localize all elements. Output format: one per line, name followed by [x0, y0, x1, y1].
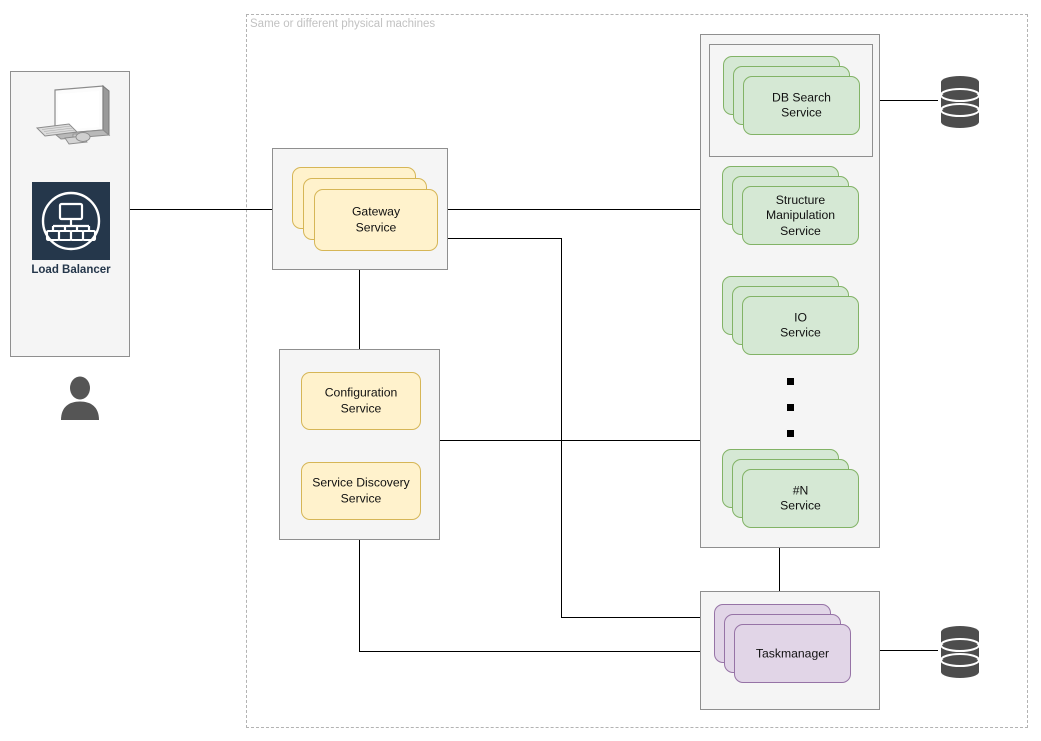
- line-services-to-taskmanager: [779, 548, 781, 591]
- ellipsis-dot-1: [787, 378, 794, 385]
- ellipsis-dot-2: [787, 404, 794, 411]
- user-icon: [57, 375, 105, 423]
- db-search-service-group: DB Search Service: [709, 44, 873, 157]
- line-middleware-to-services: [440, 440, 700, 442]
- gateway-service-instance-1[interactable]: Gateway Service: [314, 189, 438, 251]
- client-panel: Load Balancer: [10, 71, 130, 420]
- service-discovery-card[interactable]: Service Discovery Service: [301, 462, 421, 520]
- db-search-database-icon: [938, 73, 982, 129]
- gateway-service-label: Gateway Service: [351, 204, 401, 235]
- line-taskmanager-to-database: [880, 650, 938, 652]
- configuration-service-card[interactable]: Configuration Service: [301, 372, 421, 430]
- ellipsis-dot-3: [787, 430, 794, 437]
- structure-manipulation-service-instance-1[interactable]: Structure Manipulation Service: [742, 186, 859, 245]
- n-service-label: #N Service: [780, 483, 821, 513]
- middleware-panel: Configuration Service Service Discovery …: [279, 349, 440, 540]
- n-service-group: #N Service: [709, 449, 873, 540]
- taskmanager-label: Taskmanager: [755, 645, 830, 660]
- services-panel: DB Search Service Structure Manipulation…: [700, 34, 880, 548]
- services-ellipsis: [787, 375, 795, 473]
- physical-machines-boundary: [246, 14, 1028, 728]
- load-balancer-caption: Load Balancer: [31, 264, 111, 276]
- line-gateway-to-taskmanager-seg3: [561, 617, 700, 619]
- gateway-panel: Gateway Service: [272, 148, 448, 270]
- structure-manipulation-service-group: Structure Manipulation Service: [709, 166, 873, 257]
- io-service-label: IO Service: [780, 310, 821, 340]
- line-dbsearch-to-database: [880, 100, 938, 102]
- boundary-label: Same or different physical machines: [250, 18, 436, 30]
- line-middleware-to-taskmanager-seg2: [359, 651, 700, 653]
- line-gateway-to-taskmanager-seg2: [561, 238, 563, 618]
- io-service-instance-1[interactable]: IO Service: [742, 296, 859, 355]
- load-balancer-icon: [32, 182, 110, 260]
- taskmanager-instance-1[interactable]: Taskmanager: [734, 624, 851, 683]
- desktop-computer-icon: [25, 84, 117, 146]
- io-service-group: IO Service: [709, 276, 873, 367]
- configuration-service-label: Configuration Service: [324, 385, 398, 416]
- line-gateway-to-taskmanager-seg1: [448, 238, 562, 240]
- taskmanager-panel: Taskmanager: [700, 591, 880, 710]
- db-search-service-instance-1[interactable]: DB Search Service: [743, 76, 860, 135]
- db-search-service-label: DB Search Service: [772, 90, 831, 120]
- structure-manipulation-service-label: Structure Manipulation Service: [765, 192, 836, 238]
- n-service-instance-1[interactable]: #N Service: [742, 469, 859, 528]
- line-loadbalancer-to-gateway: [130, 209, 272, 211]
- line-gateway-to-services: [448, 209, 700, 211]
- taskmanager-database-icon: [938, 623, 982, 679]
- line-middleware-to-taskmanager-seg1: [359, 540, 361, 652]
- service-discovery-label: Service Discovery Service: [312, 475, 410, 506]
- line-gateway-to-middleware: [359, 270, 361, 349]
